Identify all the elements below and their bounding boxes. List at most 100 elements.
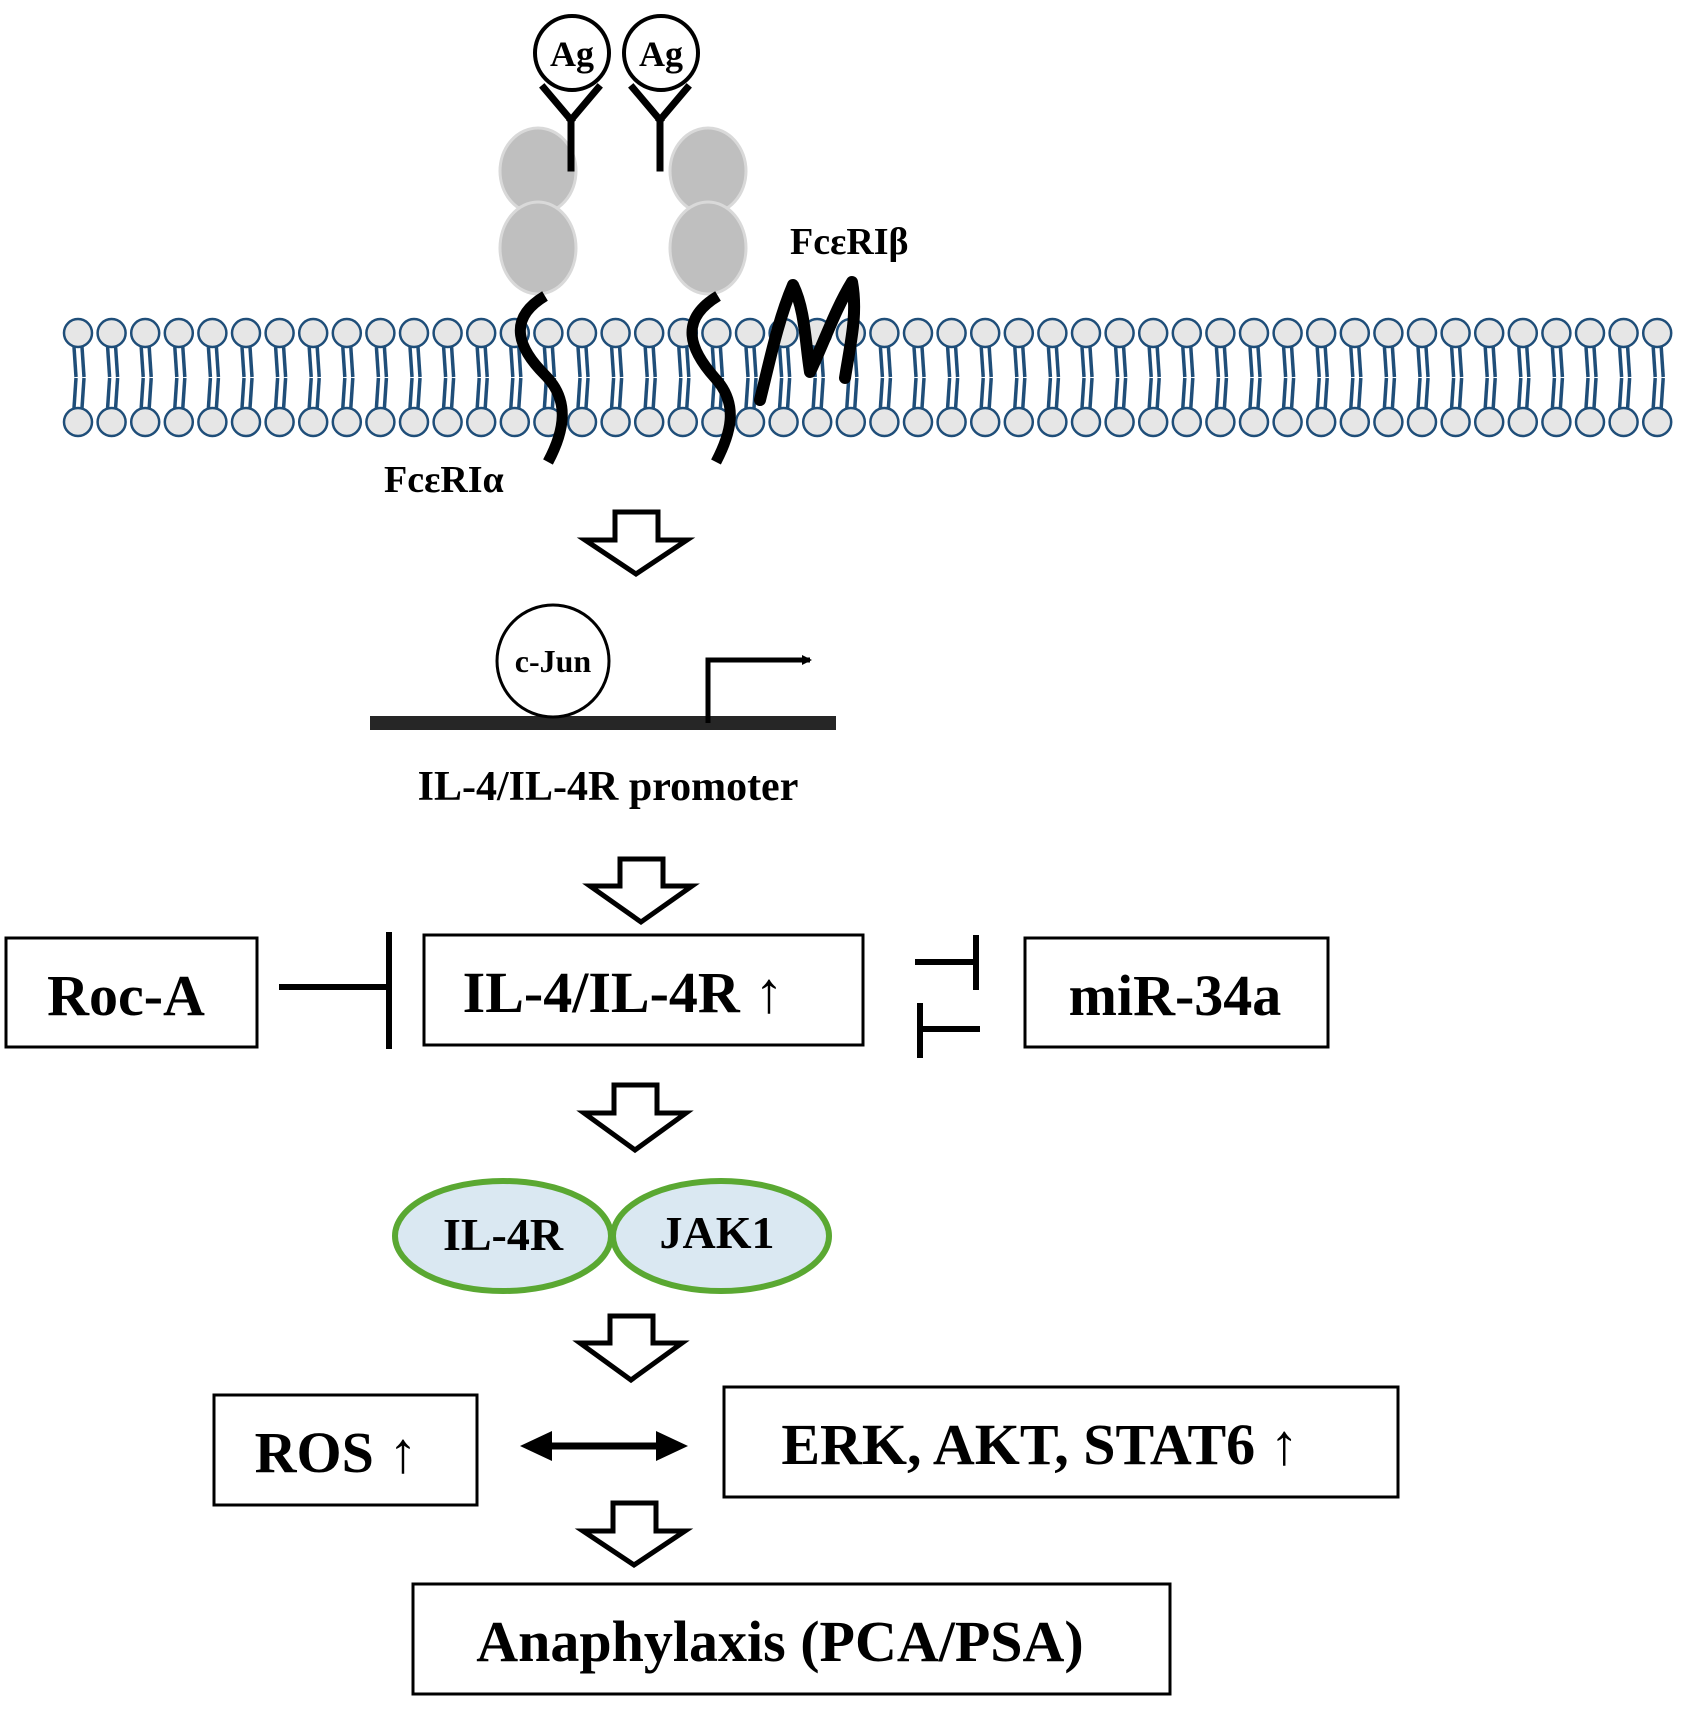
lipid-head	[264, 406, 295, 438]
lipid-head	[1339, 317, 1371, 349]
lipid-head	[902, 406, 934, 438]
lipid-head	[1473, 406, 1505, 438]
lipid-head	[1406, 317, 1438, 349]
roc-a-label: Roc-A	[47, 963, 205, 1028]
kinases-box: ERK, AKT, STAT6 ↑	[722, 1385, 1400, 1499]
ige-left	[539, 83, 603, 172]
lipid-head	[1205, 406, 1236, 438]
lipid-head	[1440, 406, 1471, 438]
promoter-label: IL-4/IL-4R promoter	[418, 764, 799, 810]
lipid-head	[1339, 406, 1371, 438]
lipid-head	[869, 317, 900, 349]
down-arrow-5	[574, 1500, 694, 1569]
lipid-head	[1238, 406, 1270, 438]
jak1-label: JAK1	[660, 1207, 775, 1258]
lipid-head	[1003, 317, 1035, 349]
lipid-head	[902, 317, 934, 349]
mir-34a-label: miR-34a	[1069, 963, 1282, 1028]
lipid-head	[432, 406, 463, 438]
lipid-head	[600, 317, 631, 349]
down-arrow-4	[572, 1313, 690, 1384]
lipid-head	[465, 406, 497, 438]
lipid-head	[1137, 317, 1169, 349]
lipid-head	[96, 406, 127, 438]
lipid-head	[331, 406, 363, 438]
lipid-head	[465, 317, 497, 349]
mutual-inhibition	[915, 935, 980, 1058]
ros-label: ROS ↑	[255, 1420, 418, 1485]
antigen-right-label: Ag	[639, 34, 683, 74]
lipid-head	[62, 317, 94, 349]
lipid-head	[768, 406, 799, 438]
lipid-head	[633, 406, 665, 438]
lipid-head	[1037, 406, 1068, 438]
lipid-head	[129, 317, 161, 349]
lipid-head	[1305, 406, 1337, 438]
lipid-head	[969, 317, 1001, 349]
roc-a-inhibition	[279, 932, 392, 1049]
lipid-head	[264, 317, 295, 349]
fceri-alpha-left	[498, 126, 578, 296]
lipid-head	[331, 317, 363, 349]
lipid-head	[1608, 406, 1639, 438]
lipid-head	[1641, 317, 1673, 349]
lipid-head	[1373, 406, 1404, 438]
antigen-left-label: Ag	[550, 34, 594, 74]
roc-a-box: Roc-A	[4, 936, 259, 1049]
lipid-head	[1641, 406, 1673, 438]
lipid-head	[801, 406, 833, 438]
il4r-label: IL-4R	[443, 1209, 564, 1260]
lipid-head	[230, 317, 262, 349]
lipid-head	[1373, 317, 1404, 349]
lipid-head	[1541, 317, 1572, 349]
lipid-head	[1574, 317, 1606, 349]
lipid-head	[365, 406, 396, 438]
lipid-head	[1171, 406, 1203, 438]
lipid-head	[129, 406, 161, 438]
lipid-head	[1070, 406, 1102, 438]
jak1-node: JAK1	[610, 1178, 832, 1294]
down-arrow-2	[582, 856, 700, 926]
lipid-head	[869, 406, 900, 438]
lipid-head	[533, 317, 564, 349]
il4-il4r-box: IL-4/IL-4R ↑	[422, 933, 865, 1047]
lipid-head	[1440, 317, 1471, 349]
lipid-head	[1507, 317, 1539, 349]
fceri-alpha-right	[668, 126, 748, 296]
antigen-right: Ag	[622, 14, 700, 92]
lipid-head	[734, 317, 766, 349]
lipid-head	[197, 406, 228, 438]
down-arrow-3	[576, 1082, 694, 1154]
lipid-head	[398, 317, 430, 349]
down-arrow-1	[576, 509, 696, 578]
kinases-label: ERK, AKT, STAT6 ↑	[781, 1412, 1298, 1477]
cell-membrane	[62, 317, 1673, 438]
lipid-head	[667, 406, 699, 438]
lipid-head	[297, 406, 329, 438]
lipid-head	[969, 406, 1001, 438]
lipid-head	[701, 317, 732, 349]
anaphylaxis-label: Anaphylaxis (PCA/PSA)	[476, 1609, 1083, 1674]
lipid-head	[936, 406, 967, 438]
lipid-head	[1205, 317, 1236, 349]
ige-right	[628, 83, 692, 172]
antigen-left: Ag	[533, 14, 611, 92]
lipid-head	[1104, 406, 1135, 438]
lipid-head	[1272, 317, 1303, 349]
mir-34a-box: miR-34a	[1023, 936, 1330, 1049]
anaphylaxis-box: Anaphylaxis (PCA/PSA)	[411, 1582, 1172, 1696]
il4-il4r-label: IL-4/IL-4R ↑	[463, 960, 784, 1025]
fceri-alpha-tm-left	[514, 291, 568, 465]
lipid-head	[734, 406, 766, 438]
lipid-head	[297, 317, 329, 349]
il4r-node: IL-4R	[392, 1178, 614, 1294]
lipid-head	[1574, 406, 1606, 438]
lipid-head	[1238, 317, 1270, 349]
fceri-beta-label: FcεRIβ	[790, 221, 909, 263]
lipid-head	[1171, 317, 1203, 349]
lipid-head	[566, 317, 598, 349]
lipid-head	[230, 406, 262, 438]
lipid-head	[1507, 406, 1539, 438]
lipid-head	[432, 317, 463, 349]
lipid-head	[600, 406, 631, 438]
